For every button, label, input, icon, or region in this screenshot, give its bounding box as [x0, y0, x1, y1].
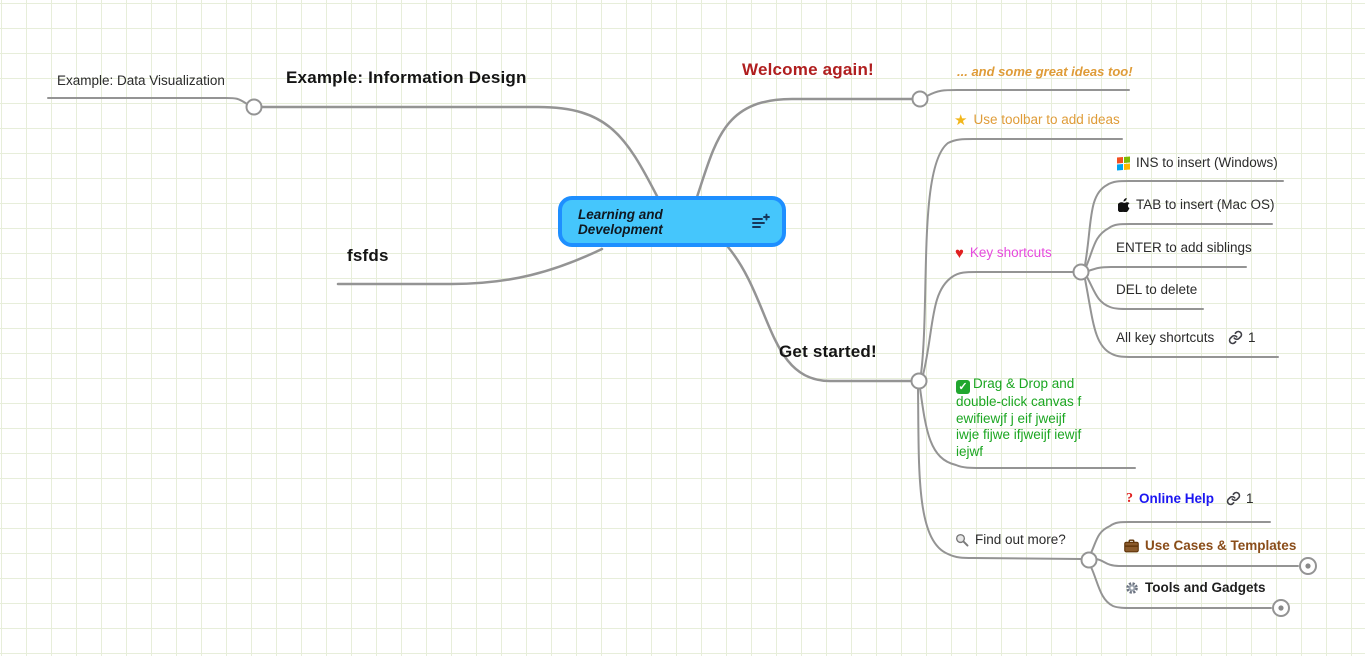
node-label: All key shortcuts: [1116, 330, 1215, 345]
node-use-cases-templates[interactable]: Use Cases & Templates: [1124, 538, 1296, 554]
briefcase-icon: [1124, 539, 1139, 553]
root-node-learning-and-development[interactable]: Learning and Development: [558, 196, 786, 247]
node-great-ideas[interactable]: ... and some great ideas too!: [957, 64, 1133, 80]
node-example-data-visualization[interactable]: Example: Data Visualization: [57, 73, 225, 89]
node-get-started[interactable]: Get started!: [779, 342, 877, 362]
node-tools-gadgets[interactable]: Tools and Gadgets: [1125, 580, 1266, 596]
check-icon: ✓: [956, 380, 970, 395]
branch-handle-welcome[interactable]: [911, 90, 929, 108]
node-del-delete[interactable]: DEL to delete: [1116, 282, 1197, 298]
branch-handle-find-out-more[interactable]: [1080, 551, 1098, 569]
node-label: ... and some great ideas too!: [957, 64, 1133, 79]
node-drag-drop[interactable]: ✓Drag & Drop and double-click canvas f e…: [956, 376, 1082, 460]
node-find-out-more[interactable]: Find out more?: [955, 532, 1066, 548]
node-label: Example: Data Visualization: [57, 73, 225, 88]
node-online-help[interactable]: ? Online Help: [1126, 491, 1214, 508]
node-label: Use Cases & Templates: [1145, 538, 1297, 553]
collapsed-dot-use-cases: [1305, 563, 1311, 569]
link-badge-online-help[interactable]: 1: [1226, 491, 1254, 506]
add-notes-icon[interactable]: [751, 213, 770, 230]
link-count: 1: [1248, 330, 1256, 345]
connector-use-cases: [1095, 558, 1299, 567]
link-count: 1: [1246, 491, 1254, 506]
collapsed-dot-tools: [1278, 605, 1284, 611]
node-label: Online Help: [1139, 491, 1215, 507]
branch-handle-information-design[interactable]: [245, 98, 263, 116]
node-label: Welcome again!: [742, 60, 874, 79]
link-icon: [1228, 330, 1243, 345]
connector-great-ideas: [926, 89, 1130, 97]
apple-logo-icon: [1118, 198, 1130, 213]
node-label: INS to insert (Windows): [1136, 155, 1278, 170]
connector-key-shortcuts: [922, 271, 1074, 376]
node-label: Use toolbar to add ideas: [973, 112, 1120, 127]
node-welcome-again[interactable]: Welcome again!: [742, 60, 874, 80]
node-label: Get started!: [779, 342, 877, 361]
magnifier-icon: [955, 534, 969, 547]
node-example-information-design[interactable]: Example: Information Design: [286, 68, 527, 88]
node-tab-insert[interactable]: TAB to insert (Mac OS): [1118, 197, 1275, 213]
node-label: Key shortcuts: [969, 245, 1052, 260]
node-label: fsfds: [347, 246, 389, 265]
question-mark-icon: ?: [1126, 491, 1133, 506]
root-node-label: Learning and Development: [578, 206, 663, 237]
node-enter-siblings[interactable]: ENTER to add siblings: [1116, 240, 1252, 256]
node-label: ENTER to add siblings: [1116, 240, 1252, 255]
windows-logo-icon: [1117, 156, 1130, 171]
star-icon: ★: [954, 111, 968, 129]
connector-information-design: [259, 105, 660, 200]
connector-data-visualization: [47, 97, 248, 105]
node-fsfds[interactable]: fsfds: [347, 246, 389, 266]
node-ins-insert[interactable]: INS to insert (Windows): [1117, 155, 1278, 171]
node-label: Example: Information Design: [286, 68, 527, 87]
node-all-key-shortcuts[interactable]: All key shortcuts: [1116, 330, 1214, 346]
heart-icon: ♥: [955, 244, 964, 262]
node-label: TAB to insert (Mac OS): [1136, 197, 1275, 212]
connector-welcome: [695, 97, 914, 199]
link-badge-all-shortcuts[interactable]: 1: [1228, 330, 1256, 345]
node-use-toolbar[interactable]: ★ Use toolbar to add ideas: [954, 112, 1120, 128]
branch-handle-key-shortcuts[interactable]: [1072, 263, 1090, 281]
collapsed-toggle-tools[interactable]: [1272, 599, 1290, 617]
node-key-shortcuts[interactable]: ♥ Key shortcuts: [955, 245, 1052, 261]
node-label: Find out more?: [975, 532, 1066, 547]
gear-icon: [1126, 582, 1138, 594]
node-label: Tools and Gadgets: [1145, 580, 1266, 595]
branch-handle-get-started[interactable]: [910, 372, 928, 390]
collapsed-toggle-use-cases[interactable]: [1299, 557, 1317, 575]
link-icon: [1226, 491, 1241, 506]
node-label: Drag & Drop and double-click canvas f ew…: [956, 376, 1082, 459]
connector-enter-siblings: [1087, 266, 1247, 272]
node-label: DEL to delete: [1116, 282, 1198, 297]
